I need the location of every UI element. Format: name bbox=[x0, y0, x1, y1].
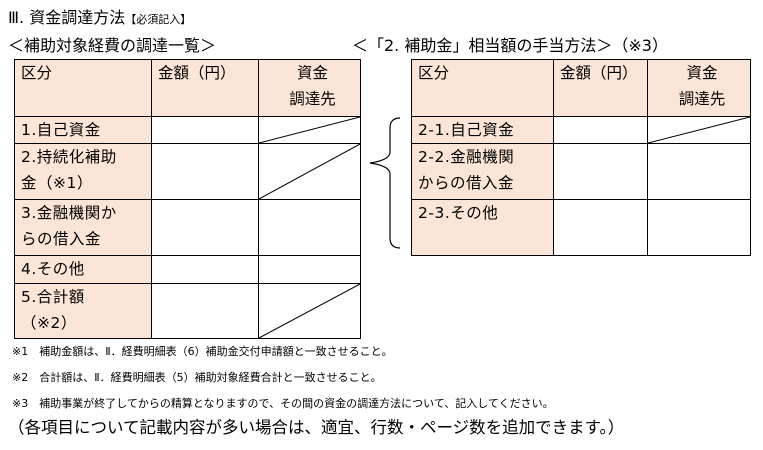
amount-cell[interactable] bbox=[553, 116, 648, 144]
left-header-row: 区分 金額（円） 資金 調達先 bbox=[14, 59, 361, 117]
row-label-bank-loan: 3.金融機関か らの借入金 bbox=[14, 199, 152, 256]
row-label-own-funds: 1.自己資金 bbox=[14, 116, 152, 144]
row-label-line2: （※2） bbox=[21, 314, 77, 332]
table-row: 2.持続化補助 金（※1） bbox=[14, 143, 361, 200]
row-label-other: 2-3.その他 bbox=[411, 199, 554, 256]
amount-cell[interactable] bbox=[151, 283, 259, 339]
table-row: 2-3.その他 bbox=[411, 199, 751, 256]
table-row: 3.金融機関か らの借入金 bbox=[14, 199, 361, 256]
row-label-line1: 5.合計額 bbox=[21, 288, 85, 306]
amount-cell[interactable] bbox=[151, 199, 259, 256]
header-category: 区分 bbox=[411, 59, 554, 117]
right-table-title: ＜「2. 補助金」相当額の手当方法＞（※3） bbox=[352, 36, 668, 55]
header-source-line1: 資金 bbox=[296, 64, 328, 82]
header-source: 資金 調達先 bbox=[258, 59, 361, 117]
row-label-line1: 3.金融機関か bbox=[21, 204, 117, 222]
amount-cell[interactable] bbox=[151, 116, 259, 144]
right-header-row: 区分 金額（円） 資金 調達先 bbox=[411, 59, 751, 117]
row-label-line2: らの借入金 bbox=[21, 230, 102, 248]
table-row: 1.自己資金 bbox=[14, 116, 361, 144]
row-label-line1: 2.持続化補助 bbox=[21, 148, 117, 166]
header-source: 資金 調達先 bbox=[647, 59, 751, 117]
source-cell[interactable] bbox=[647, 199, 751, 256]
header-source-line1: 資金 bbox=[686, 64, 718, 82]
header-source-line2: 調達先 bbox=[678, 90, 726, 108]
note-2: ※2 合計額は、Ⅱ．経費明細表（5）補助対象経費合計と一致させること。 bbox=[12, 371, 382, 384]
header-category: 区分 bbox=[14, 59, 152, 117]
source-cell-disabled bbox=[258, 283, 361, 339]
row-label-line2: からの借入金 bbox=[418, 174, 515, 192]
note-1: ※1 補助金額は、Ⅱ．経費明細表（6）補助金交付申請額と一致させること。 bbox=[12, 345, 393, 358]
source-cell[interactable] bbox=[647, 143, 751, 200]
amount-cell[interactable] bbox=[151, 255, 259, 284]
source-cell[interactable] bbox=[258, 199, 361, 256]
section-heading-text: Ⅲ. 資金調達方法 bbox=[8, 8, 126, 27]
row-label-line2: 金（※1） bbox=[21, 174, 93, 192]
brace-connector bbox=[369, 117, 401, 249]
header-amount: 金額（円） bbox=[553, 59, 648, 117]
note-3: ※3 補助事業が終了してからの精算となりますので、その間の資金の調達方法について… bbox=[12, 397, 554, 410]
required-label: 【必須記入】 bbox=[125, 13, 192, 26]
row-label-other: 4.その他 bbox=[14, 255, 152, 284]
row-label-subsidy: 2.持続化補助 金（※1） bbox=[14, 143, 152, 200]
row-label-total: 5.合計額 （※2） bbox=[14, 283, 152, 339]
table-row: 2-2.金融機関 からの借入金 bbox=[411, 143, 751, 200]
section-heading: Ⅲ. 資金調達方法【必須記入】 bbox=[8, 4, 191, 28]
table-row: 2-1.自己資金 bbox=[411, 116, 751, 144]
table-row: 5.合計額 （※2） bbox=[14, 283, 361, 339]
source-cell[interactable] bbox=[258, 255, 361, 284]
amount-cell[interactable] bbox=[151, 143, 259, 200]
source-cell-disabled bbox=[647, 116, 751, 144]
table-row: 4.その他 bbox=[14, 255, 361, 284]
row-label-bank-loan: 2-2.金融機関 からの借入金 bbox=[411, 143, 554, 200]
amount-cell[interactable] bbox=[553, 143, 648, 200]
amount-cell[interactable] bbox=[553, 199, 648, 256]
right-funding-table: 区分 金額（円） 資金 調達先 2-1.自己資金 2-2.金融機関 からの借入金… bbox=[411, 59, 751, 256]
footer-note: （各項目について記載内容が多い場合は、適宜、行数・ページ数を追加できます。） bbox=[8, 418, 625, 437]
header-amount: 金額（円） bbox=[151, 59, 259, 117]
left-table-title: ＜補助対象経費の調達一覧＞ bbox=[8, 36, 217, 55]
source-cell-disabled bbox=[258, 116, 361, 144]
row-label-line1: 2-2.金融機関 bbox=[418, 148, 515, 166]
left-funding-table: 区分 金額（円） 資金 調達先 1.自己資金 2.持続化補助 金（※1） 3.金… bbox=[14, 59, 361, 339]
header-source-line2: 調達先 bbox=[289, 90, 336, 108]
row-label-own-funds: 2-1.自己資金 bbox=[411, 116, 554, 144]
source-cell-disabled bbox=[258, 143, 361, 200]
